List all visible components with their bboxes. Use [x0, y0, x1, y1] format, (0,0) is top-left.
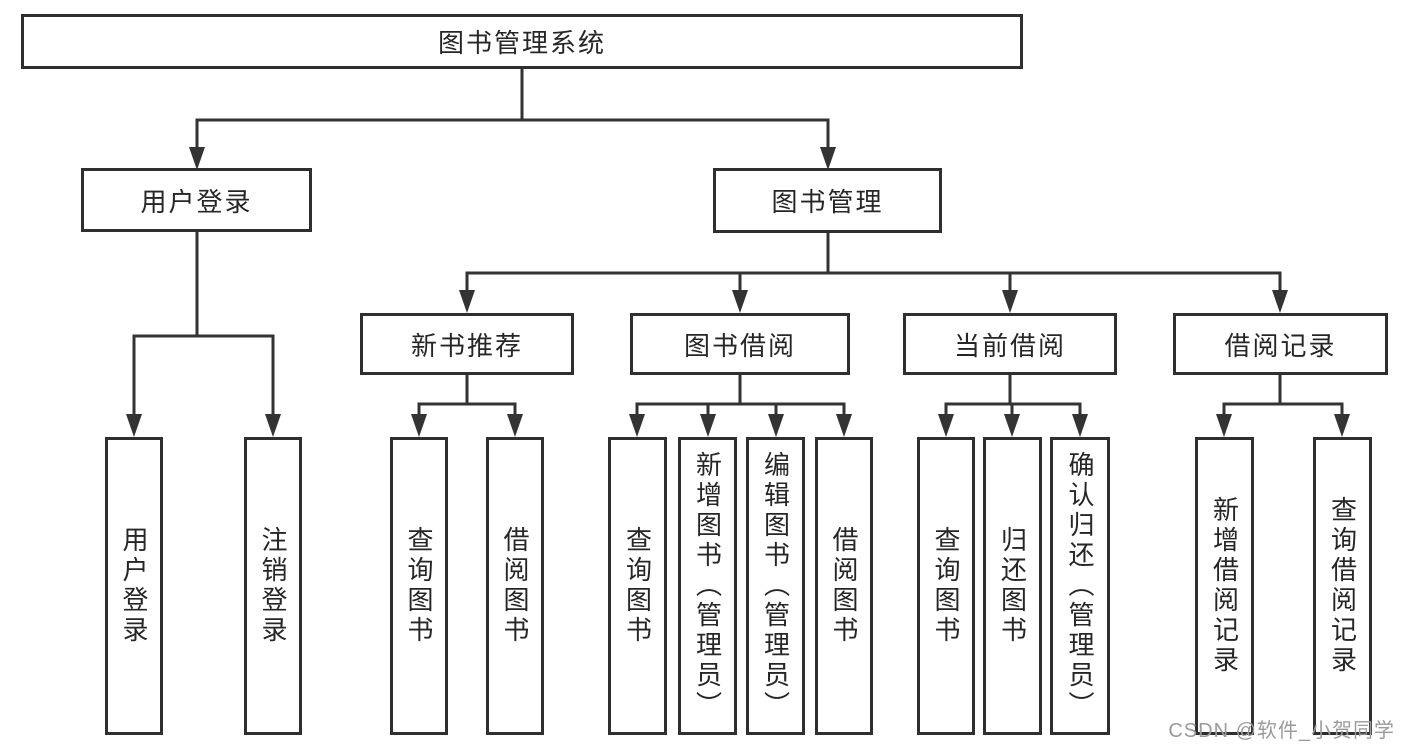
leaf-borrow-books: 借阅图书 — [815, 437, 873, 735]
node-new-book-recommend: 新书推荐 — [360, 313, 574, 375]
node-book-borrow-label: 图书借阅 — [683, 330, 796, 361]
node-user-login-label: 用户登录 — [140, 186, 253, 217]
leaf-query-books-recommend-label: 查询图书 — [404, 526, 434, 646]
node-book-management: 图书管理 — [713, 168, 942, 233]
leaf-query-borrow-record-label: 查询借阅记录 — [1327, 496, 1358, 676]
leaf-add-borrow-record-label: 新增借阅记录 — [1209, 496, 1240, 676]
leaf-query-books-recommend: 查询图书 — [390, 437, 448, 735]
leaf-add-books-admin: 新增图书（管理员） — [678, 437, 737, 735]
node-borrow-records-label: 借阅记录 — [1224, 330, 1337, 361]
leaf-logout: 注销登录 — [244, 437, 302, 735]
node-book-borrow: 图书借阅 — [630, 313, 850, 375]
leaf-add-books-admin-label: 新增图书（管理员） — [692, 451, 723, 721]
leaf-edit-books-admin-label: 编辑图书（管理员） — [760, 451, 791, 721]
arrowheads — [126, 147, 1350, 437]
leaf-edit-books-admin: 编辑图书（管理员） — [746, 437, 805, 735]
leaf-logout-label: 注销登录 — [258, 526, 288, 646]
leaf-return-books: 归还图书 — [983, 437, 1042, 735]
leaf-confirm-return-admin-label: 确认归还（管理员） — [1065, 451, 1095, 721]
leaf-query-books-borrow: 查询图书 — [608, 437, 667, 735]
node-new-book-recommend-label: 新书推荐 — [410, 330, 523, 361]
leaf-return-books-label: 归还图书 — [997, 526, 1028, 646]
leaf-borrow-books-label: 借阅图书 — [829, 526, 859, 646]
node-root-system: 图书管理系统 — [21, 14, 1023, 69]
node-book-management-label: 图书管理 — [771, 187, 884, 217]
leaf-query-borrow-record: 查询借阅记录 — [1313, 437, 1372, 735]
leaf-query-books-current-label: 查询图书 — [931, 526, 961, 646]
leaf-user-login: 用户登录 — [105, 437, 163, 735]
node-current-borrow: 当前借阅 — [903, 313, 1117, 375]
node-current-borrow-label: 当前借阅 — [953, 330, 1066, 361]
leaf-confirm-return-admin: 确认归还（管理员） — [1050, 437, 1110, 735]
node-user-login: 用户登录 — [81, 168, 312, 232]
leaf-add-borrow-record: 新增借阅记录 — [1195, 437, 1254, 735]
node-borrow-records: 借阅记录 — [1173, 313, 1388, 375]
leaf-borrow-books-recommend: 借阅图书 — [486, 437, 544, 735]
leaf-query-books-current: 查询图书 — [917, 437, 975, 735]
leaf-user-login-label: 用户登录 — [119, 526, 149, 646]
node-root-system-label: 图书管理系统 — [437, 28, 606, 58]
csdn-watermark: CSDN @软件_小贺同学 — [1168, 720, 1395, 742]
leaf-query-books-borrow-label: 查询图书 — [622, 526, 653, 646]
leaf-borrow-books-recommend-label: 借阅图书 — [500, 526, 530, 646]
